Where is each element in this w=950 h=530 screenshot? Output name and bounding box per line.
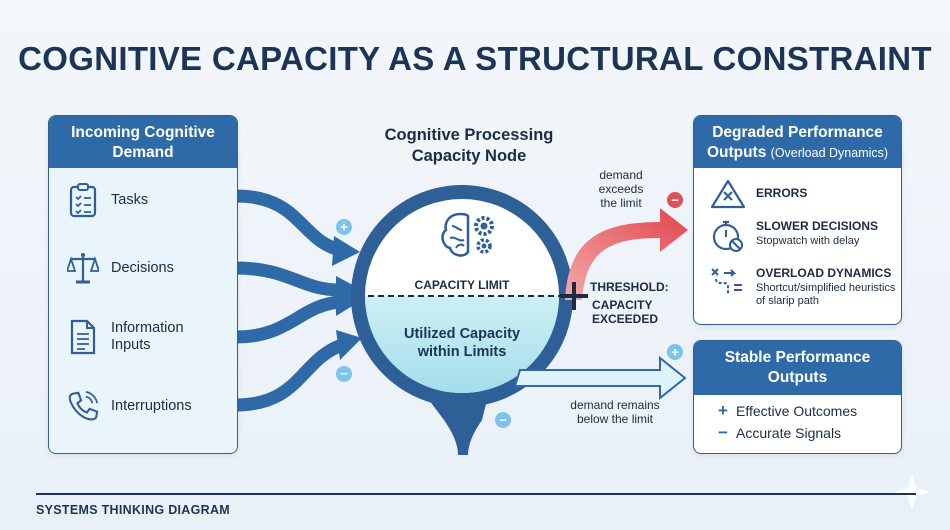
degraded-heading: Degraded Performance Outputs (Overload D… xyxy=(694,116,901,168)
plus-icon: + xyxy=(718,401,728,420)
plus-badge-right: + xyxy=(667,344,683,360)
svg-text:+: + xyxy=(671,345,679,360)
minus-badge-left: − xyxy=(336,366,352,382)
node-title: Cognitive Processing Capacity Node xyxy=(384,126,554,165)
degraded-heading-sub: (Overload Dynamics) xyxy=(770,146,889,160)
incoming-arrowheads xyxy=(332,236,362,360)
stable-item-accurate: − Accurate Signals xyxy=(718,423,841,443)
exceeds-limit-arrow xyxy=(565,208,688,300)
footer-label: SYSTEMS THINKING DIAGRAM xyxy=(36,503,231,517)
degraded-heading-title: Degraded Performance Outputs xyxy=(706,124,883,161)
threshold-marker xyxy=(560,282,588,310)
output-title-overload: OVERLOAD DYNAMICS xyxy=(756,266,892,280)
sparkle-icon xyxy=(894,474,930,510)
svg-text:−: − xyxy=(499,413,507,428)
input-item-interruptions: Interruptions xyxy=(67,388,192,424)
shortcut-path-icon xyxy=(710,266,746,298)
minus-badge-bottom: − xyxy=(495,412,511,428)
input-item-tasks: Tasks xyxy=(67,182,148,218)
incoming-demand-heading: Incoming Cognitive Demand xyxy=(49,116,237,168)
capacity-limit-label: CAPACITY LIMIT xyxy=(414,278,510,292)
below-limit-arrow xyxy=(513,355,687,401)
output-title-slower: SLOWER DECISIONS xyxy=(756,219,879,233)
input-label-information: Information Inputs xyxy=(111,320,184,353)
stable-performance-panel: Stable Performance Outputs + Effective O… xyxy=(693,340,902,454)
input-item-information: Information Inputs xyxy=(67,319,211,355)
capacity-exceeded-label: CAPACITY EXCEEDED xyxy=(592,298,659,326)
output-item-slower: SLOWER DECISIONS Stopwatch with delay xyxy=(710,219,879,252)
minus-badge-red: − xyxy=(667,192,683,208)
incoming-flow-arrows xyxy=(235,189,345,412)
stopwatch-icon xyxy=(710,219,746,252)
brain-gears-icon xyxy=(441,212,494,257)
page-title: COGNITIVE CAPACITY AS A STRUCTURAL CONST… xyxy=(18,40,932,77)
svg-text:+: + xyxy=(340,220,348,235)
warning-x-icon xyxy=(710,178,746,210)
clipboard-icon xyxy=(67,182,99,218)
svg-text:−: − xyxy=(671,193,679,208)
output-desc-overload: Shortcut/simplified heuristics of slarip… xyxy=(756,282,896,307)
footer-divider xyxy=(36,493,916,495)
input-label-interruptions: Interruptions xyxy=(111,397,192,414)
stable-heading: Stable Performance Outputs xyxy=(694,341,901,395)
minus-icon: − xyxy=(718,423,728,442)
stable-item-effective: + Effective Outcomes xyxy=(718,401,857,421)
input-item-decisions: Decisions xyxy=(67,250,174,286)
stable-label-accurate: Accurate Signals xyxy=(736,425,842,441)
stable-label-effective: Effective Outcomes xyxy=(736,403,858,419)
output-desc-slower: Stopwatch with delay xyxy=(756,235,860,247)
utilized-capacity-label: Utilized Capacity within Limits xyxy=(403,326,521,360)
scales-icon xyxy=(67,250,99,286)
output-item-overload: OVERLOAD DYNAMICS Shortcut/simplified heu… xyxy=(710,266,896,308)
threshold-label: THRESHOLD: xyxy=(590,280,669,294)
input-label-tasks: Tasks xyxy=(111,191,149,208)
input-label-decisions: Decisions xyxy=(111,259,174,276)
incoming-demand-panel: Incoming Cognitive Demand Tasks Decision… xyxy=(48,115,238,454)
output-title-errors: ERRORS xyxy=(756,186,808,200)
document-icon xyxy=(67,319,99,355)
plus-badge-left: + xyxy=(336,219,352,235)
svg-text:−: − xyxy=(340,366,348,381)
remains-below-label: demand remains below the limit xyxy=(570,398,660,426)
degraded-performance-panel: Degraded Performance Outputs (Overload D… xyxy=(693,115,902,325)
phone-icon xyxy=(67,388,99,424)
output-item-errors: ERRORS xyxy=(710,178,807,210)
exceeds-limit-label: demand exceeds the limit xyxy=(598,168,644,210)
